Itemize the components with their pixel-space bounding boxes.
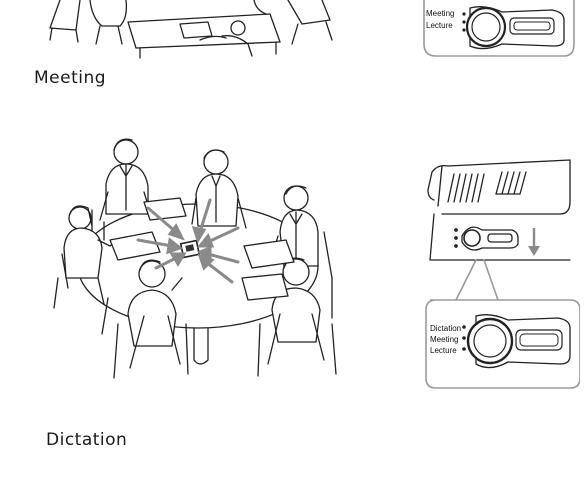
dictation-meeting-illustration xyxy=(48,128,348,398)
switch-label-meeting: Meeting xyxy=(426,9,454,18)
switch-label-dictation: Dictation xyxy=(430,324,461,333)
switch-label-meeting: Meeting xyxy=(430,335,458,344)
caption-meeting: Meeting xyxy=(34,68,106,88)
recorder-switch-callout: Dictation Meeting Lecture xyxy=(420,150,580,390)
switch-label-lecture: Lecture xyxy=(430,346,457,355)
caption-dictation: Dictation xyxy=(46,430,127,450)
meeting-illustration-top xyxy=(40,0,340,60)
switch-label-lecture: Lecture xyxy=(426,21,453,30)
mode-switch-callout-top: Meeting Lecture xyxy=(418,0,578,60)
